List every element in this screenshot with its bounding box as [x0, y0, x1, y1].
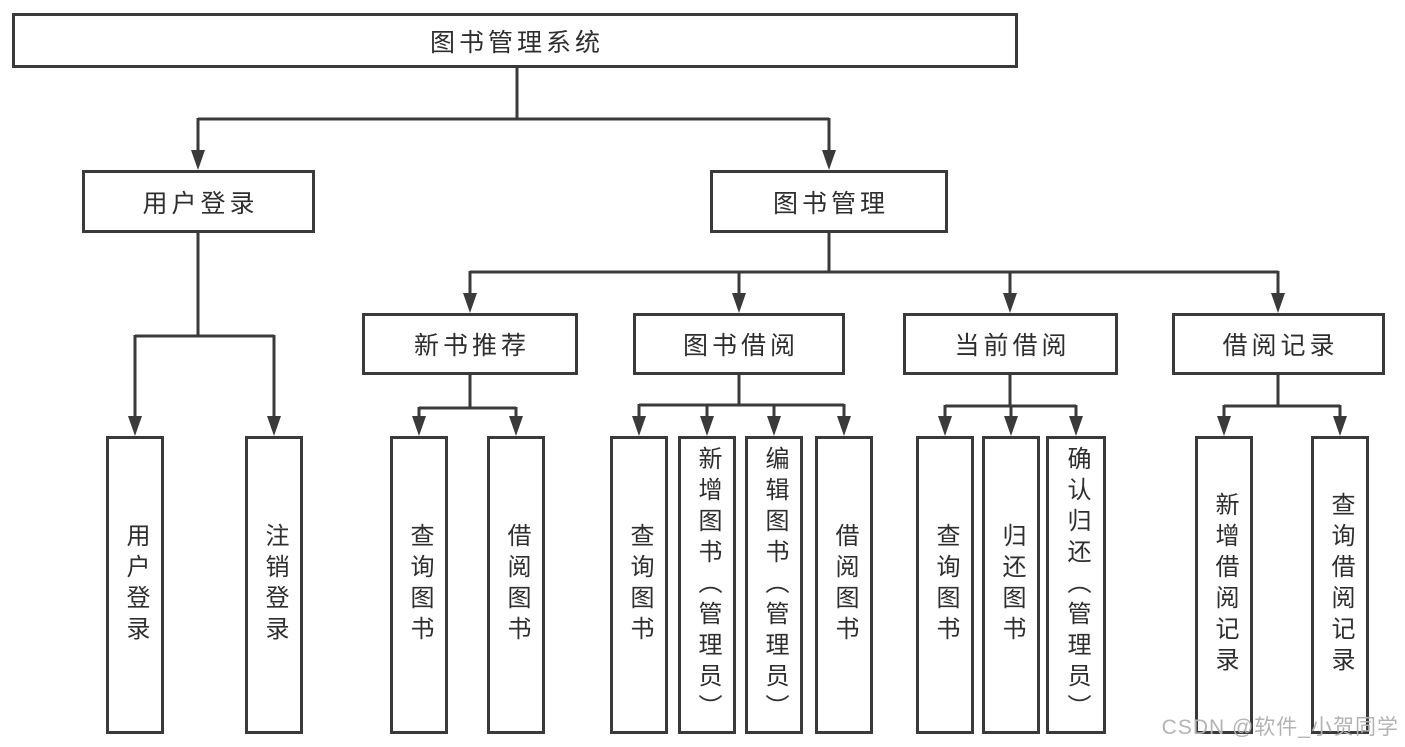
node-book-management-label: 图书管理 — [772, 189, 889, 218]
leaf-user-login-label: 用户登录 — [122, 523, 149, 647]
leaf-borrowing-query-books-label: 查询图书 — [626, 523, 653, 647]
node-new-book-recommendation: 新书推荐 — [362, 313, 578, 375]
leaf-borrow-books: 借阅图书 — [815, 436, 873, 734]
leaf-query-borrow-record: 查询借阅记录 — [1311, 436, 1369, 734]
node-book-management: 图书管理 — [710, 170, 948, 233]
csdn-watermark: CSDN @软件_小贺同学 — [1161, 716, 1399, 739]
leaf-recommend-query-books-label: 查询图书 — [406, 523, 433, 647]
node-borrowing-records-label: 借阅记录 — [1222, 332, 1339, 360]
leaf-add-borrow-record: 新增借阅记录 — [1195, 436, 1253, 734]
leaf-recommend-borrow-books-label: 借阅图书 — [503, 523, 530, 647]
leaf-logout-label: 注销登录 — [261, 523, 288, 647]
leaf-query-borrow-record-label: 查询借阅记录 — [1327, 492, 1354, 678]
node-root-label: 图书管理系统 — [429, 28, 604, 57]
leaf-user-login: 用户登录 — [106, 436, 164, 734]
node-borrowing-records: 借阅记录 — [1172, 313, 1385, 375]
leaf-confirm-return-admin: 确认归还（管理员） — [1046, 436, 1106, 734]
node-root: 图书管理系统 — [12, 13, 1018, 68]
leaf-return-books: 归还图书 — [982, 436, 1040, 734]
node-user-login: 用户登录 — [82, 170, 315, 233]
leaf-return-books-label: 归还图书 — [998, 523, 1025, 647]
leaf-edit-books-admin-label: 编辑图书（管理员） — [761, 445, 788, 725]
leaf-borrow-books-label: 借阅图书 — [831, 523, 858, 647]
node-user-login-label: 用户登录 — [142, 189, 259, 218]
node-current-borrowing: 当前借阅 — [903, 313, 1118, 375]
leaf-edit-books-admin: 编辑图书（管理员） — [745, 436, 803, 734]
node-current-borrowing-label: 当前借阅 — [954, 332, 1071, 360]
leaf-current-query-books: 查询图书 — [916, 436, 974, 734]
node-book-borrowing: 图书借阅 — [633, 313, 845, 375]
leaf-borrowing-query-books: 查询图书 — [610, 436, 668, 734]
leaf-add-books-admin-label: 新增图书（管理员） — [694, 445, 721, 725]
node-new-book-recommendation-label: 新书推荐 — [413, 332, 530, 360]
leaf-recommend-borrow-books: 借阅图书 — [487, 436, 545, 734]
leaf-add-books-admin: 新增图书（管理员） — [678, 436, 736, 734]
node-book-borrowing-label: 图书借阅 — [682, 332, 799, 360]
leaf-current-query-books-label: 查询图书 — [932, 523, 959, 647]
leaf-add-borrow-record-label: 新增借阅记录 — [1211, 492, 1238, 678]
leaf-recommend-query-books: 查询图书 — [390, 436, 448, 734]
leaf-confirm-return-admin-label: 确认归还（管理员） — [1063, 445, 1090, 725]
leaf-logout: 注销登录 — [245, 436, 303, 734]
